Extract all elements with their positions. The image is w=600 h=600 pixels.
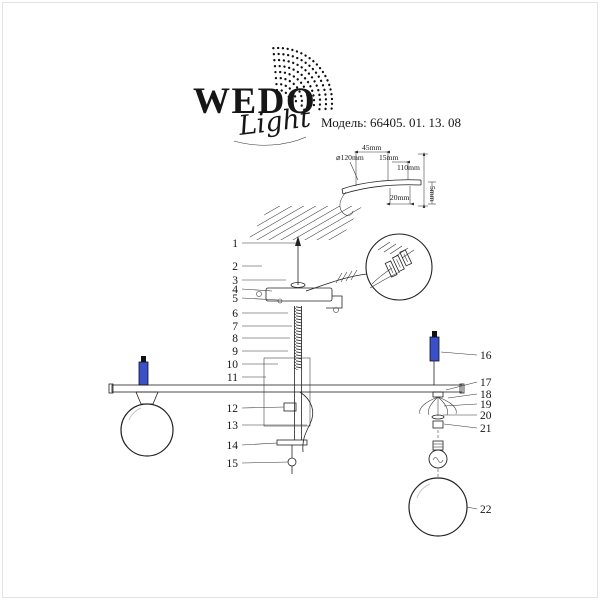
hanging-ring xyxy=(287,457,297,467)
holder-tip-left xyxy=(141,356,146,362)
lamp-holder-right xyxy=(429,336,440,362)
callout-7: 7 xyxy=(232,321,238,333)
lower-cord xyxy=(299,391,314,453)
right-callouts: 16 17 18 19 20 21 22 xyxy=(480,350,492,516)
callout-16: 16 xyxy=(480,350,492,362)
dim-15-label: 15mm xyxy=(379,153,399,162)
cross-plate xyxy=(276,439,308,446)
callout-2: 2 xyxy=(232,261,238,273)
right-exploded-parts xyxy=(408,331,468,537)
detail-wire-2 xyxy=(369,271,401,289)
arm-cap-right xyxy=(459,383,465,394)
callout-3: 3 xyxy=(232,275,238,287)
callout-8: 8 xyxy=(232,333,238,345)
callout-10: 10 xyxy=(227,359,239,371)
callout-5: 5 xyxy=(232,293,238,305)
glass-globe-right xyxy=(408,477,468,537)
callout-14: 14 xyxy=(227,440,239,452)
callout-20: 20 xyxy=(480,410,492,422)
canopy-profile-top xyxy=(341,179,422,190)
left-leader-lines xyxy=(241,242,307,464)
ceiling-hatch xyxy=(248,206,362,240)
detail-ceiling-hatch xyxy=(377,241,415,259)
bracket-screw xyxy=(333,307,339,313)
wire-ticks xyxy=(335,269,358,284)
callout-13: 13 xyxy=(227,420,239,432)
dim-20-label: 20mm xyxy=(390,193,410,202)
globe-highlight-left xyxy=(128,407,142,421)
glass-globe-left xyxy=(120,403,174,457)
dimension-inset: ⌀120mm 45mm 15mm 110mm 20mm 5mm xyxy=(336,143,437,216)
socket-nut xyxy=(432,420,444,429)
callout-21: 21 xyxy=(480,423,492,435)
model-label: Модель: 66405. 01. 13. 08 xyxy=(321,115,461,130)
right-leader-lines xyxy=(440,351,478,510)
callout-9: 9 xyxy=(232,346,238,358)
callout-12: 12 xyxy=(227,403,239,415)
lamp-holder-left xyxy=(138,361,149,386)
petal-spring-washer xyxy=(419,396,457,416)
dim-diameter-label: ⌀120mm xyxy=(336,153,364,162)
logo-fan-dots-icon xyxy=(272,46,334,113)
callout-4: 4 xyxy=(232,284,238,296)
dim-110-label: 110mm xyxy=(397,163,420,172)
wire-to-detail xyxy=(305,273,368,292)
brand-logo: WEDO Light Модель: 66405. 01. 13. 08 xyxy=(193,46,461,146)
callout-11: 11 xyxy=(227,372,238,384)
left-callouts: 1 2 3 4 5 6 7 8 9 10 11 12 13 14 15 xyxy=(227,238,239,470)
canopy-profile-bottom xyxy=(342,184,422,195)
dim-45-label: 45mm xyxy=(362,143,382,152)
callout-15: 15 xyxy=(227,458,239,470)
logo-flourish xyxy=(233,136,307,146)
holder-tip-right xyxy=(432,331,437,337)
collar-ring xyxy=(431,414,445,420)
globe-highlight-right xyxy=(416,483,431,499)
top-washer xyxy=(432,391,444,398)
callout-1: 1 xyxy=(232,238,238,250)
callout-6: 6 xyxy=(232,308,238,320)
arm-cap-left xyxy=(108,383,114,394)
callout-17: 17 xyxy=(480,377,492,389)
callout-19: 19 xyxy=(480,399,492,411)
callout-18: 18 xyxy=(480,389,492,401)
wiring-detail-circle xyxy=(365,233,433,301)
horizontal-arm xyxy=(108,383,465,394)
filament-icon xyxy=(432,457,444,463)
socket-cup-left xyxy=(135,391,159,405)
threaded-rod xyxy=(294,306,302,370)
canopy-side-bracket xyxy=(326,295,343,309)
stem-washer xyxy=(290,282,306,288)
canopy-screw-left xyxy=(256,291,262,297)
left-lamp xyxy=(120,356,174,457)
light-bulb xyxy=(428,440,448,469)
callout-22: 22 xyxy=(480,504,492,516)
ceiling-canopy xyxy=(265,287,333,302)
detail-wire-1 xyxy=(371,267,393,285)
center-assembly xyxy=(256,236,368,474)
up-arrow-icon xyxy=(295,236,301,246)
dim-5-label: 5mm xyxy=(428,186,437,202)
logo-wordmark: WEDO xyxy=(193,81,316,122)
canopy-screw-bottom xyxy=(277,298,283,304)
